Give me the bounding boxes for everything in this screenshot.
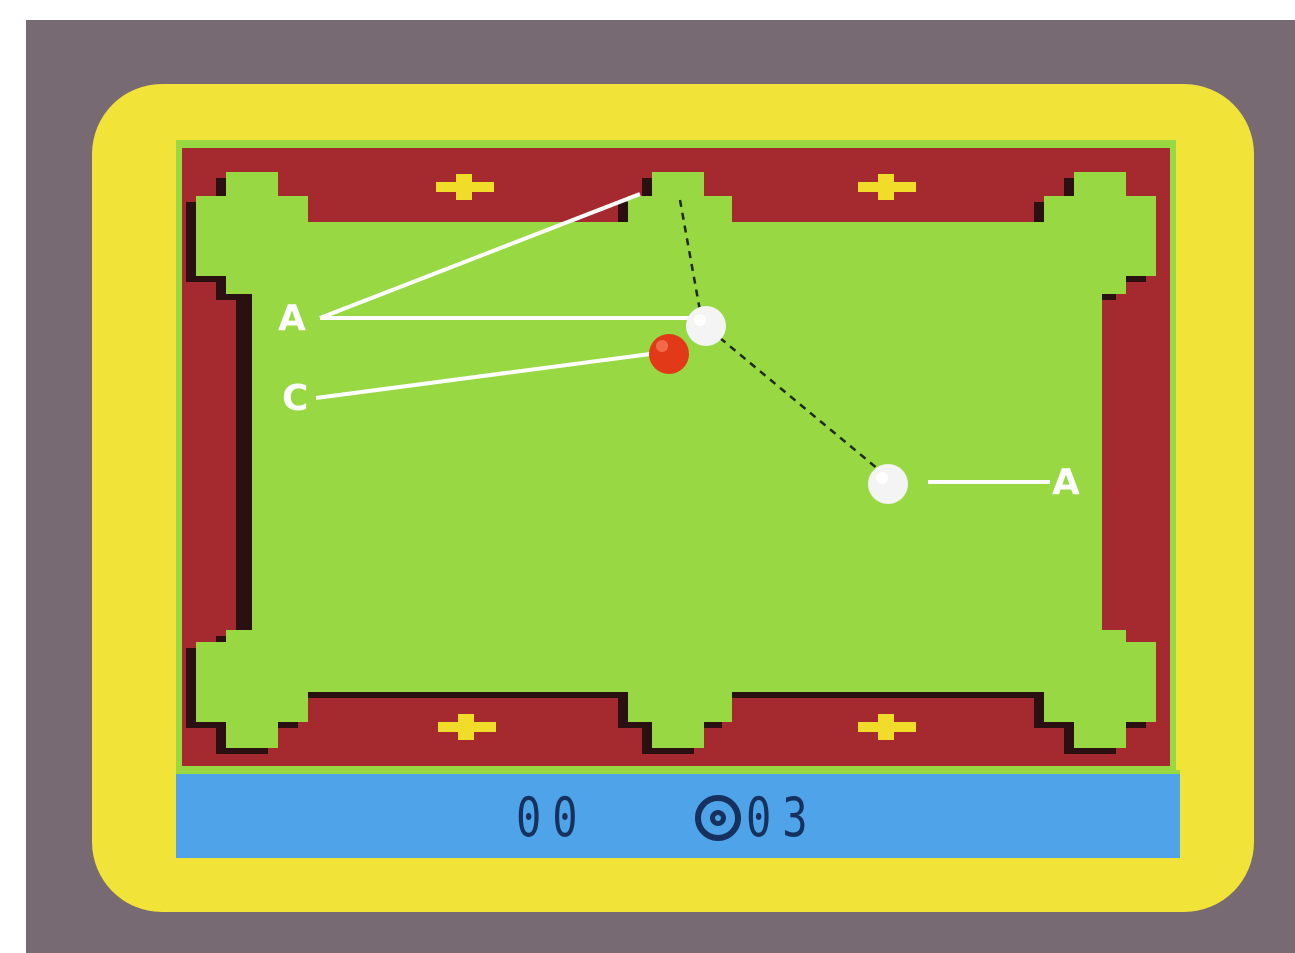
felt (196, 172, 1156, 748)
score-left: 00 (516, 788, 589, 848)
cue-ball-highlight (694, 314, 706, 326)
status-bar-divider (176, 770, 1180, 774)
score-right: 03 (746, 788, 819, 848)
object-ball-highlight (656, 340, 668, 352)
ghost-ball-highlight (876, 472, 888, 484)
cue-ball (686, 306, 726, 346)
label-a-left: A (278, 298, 306, 339)
status-bar (176, 772, 1180, 858)
ghost-ball (868, 464, 908, 504)
object-ball-red (649, 334, 689, 374)
label-c-left: C (282, 378, 308, 419)
label-a-right: A (1052, 462, 1080, 503)
